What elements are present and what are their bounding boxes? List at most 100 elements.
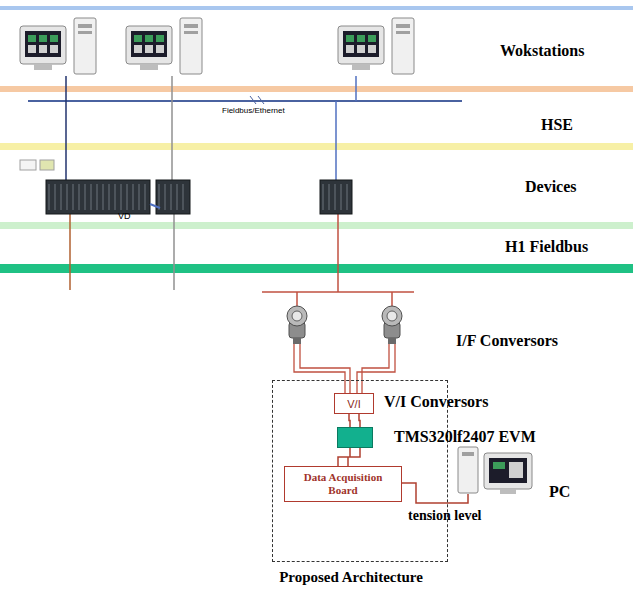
device-module (40, 160, 54, 170)
monitor-stand (500, 489, 516, 494)
screen-panel (368, 45, 376, 53)
fieldbus-drop (69, 214, 71, 290)
monitor-stand (140, 64, 158, 70)
fieldbus-drop (173, 214, 175, 290)
part-label: Fieldbus/Ethernet (222, 106, 285, 115)
rack-slot (177, 184, 178, 210)
part-label: H1 Fieldbus (505, 238, 588, 256)
screen-panel (28, 45, 36, 53)
rack-body (46, 180, 150, 214)
h1-fieldbus-band (0, 264, 633, 273)
screen-panel (368, 35, 376, 42)
rack-slot (115, 184, 116, 210)
rack-slot (109, 184, 110, 210)
monitor-screen (131, 31, 167, 57)
monitor (126, 26, 172, 64)
monitor (338, 26, 384, 64)
workstation-icon (338, 18, 414, 74)
screen-panel (145, 45, 153, 53)
part-label: V/I Conversors (384, 393, 488, 411)
monitor (484, 453, 532, 489)
part-label: Wokstations (500, 42, 584, 60)
signal-connector (349, 414, 360, 427)
ws-drop (65, 76, 67, 101)
rack-slot (347, 184, 348, 210)
rack-body (320, 180, 352, 214)
fieldbus-drop (337, 214, 339, 292)
rack-slot (341, 184, 342, 210)
part-label: I/F Conversors (456, 332, 558, 350)
evm-label: TMS320lf2407 EVM (394, 428, 536, 446)
tower (180, 18, 202, 74)
hse-band (0, 143, 633, 150)
region-caption: Proposed Architecture (233, 569, 469, 586)
screen-panel (357, 45, 365, 53)
device-rack (156, 180, 190, 214)
rack-slot (79, 184, 80, 210)
monitor-screen (25, 31, 61, 57)
rack-slot (159, 184, 160, 210)
box-text: V/I (347, 398, 360, 410)
screen-panel (145, 35, 153, 42)
device-drop (335, 101, 337, 180)
converter-face (292, 311, 302, 321)
screen-panel (346, 45, 354, 53)
monitor-stand (352, 64, 370, 70)
screen-panel (134, 35, 142, 42)
tower (392, 18, 414, 74)
drive-bay (78, 24, 92, 28)
rack-slot (55, 184, 56, 210)
workstation-icon (20, 18, 96, 74)
device-module (20, 160, 36, 170)
ws-drop (355, 76, 357, 101)
screen-panel (134, 45, 142, 53)
rack-slot (85, 184, 86, 210)
rack-slot (97, 184, 98, 210)
screen-panel (346, 35, 354, 42)
vi-converter-box: V/I (334, 393, 374, 414)
rack-slot (61, 184, 62, 210)
drive-bay (78, 31, 92, 34)
if-converter-icon (287, 306, 307, 344)
monitor-screen (343, 31, 379, 57)
rack-slot (335, 184, 336, 210)
drive-bay (396, 31, 410, 34)
screen-panel (156, 45, 164, 53)
drive-bay (184, 31, 198, 34)
rack-slot (133, 184, 134, 210)
rack-slot (171, 184, 172, 210)
rack-slot (73, 184, 74, 210)
dsp-evm-box: TMS320lf2407 EVM (337, 427, 373, 448)
screen-panel (493, 462, 505, 469)
top-band (0, 6, 633, 10)
screen-panel (28, 35, 36, 42)
screen-panel (357, 35, 365, 42)
hse-bus (28, 100, 462, 102)
rack-slot (121, 184, 122, 210)
device-drop (65, 101, 67, 180)
converter-head (287, 306, 307, 326)
if-converter-icon (382, 306, 402, 344)
converter-wire (357, 342, 395, 393)
rack-slot (49, 184, 50, 210)
converter-fitting (293, 338, 301, 344)
drive-bay (396, 24, 410, 28)
rack-slot (91, 184, 92, 210)
rack-slot (145, 184, 146, 210)
device-cable (150, 204, 160, 208)
part-label: VD (118, 211, 131, 221)
rack-slot (165, 184, 166, 210)
signal-connector (338, 448, 360, 466)
rack-slot (67, 184, 68, 210)
workstation-band (0, 86, 633, 92)
monitor-screen (489, 458, 527, 483)
screen-panel (50, 45, 58, 53)
converter-face (387, 311, 397, 321)
device-drop (171, 101, 173, 180)
tower (74, 18, 96, 74)
box-text: Data Acquisition Board (291, 471, 395, 496)
converter-head (382, 306, 402, 326)
part-label: HSE (541, 116, 573, 134)
monitor (20, 26, 66, 64)
